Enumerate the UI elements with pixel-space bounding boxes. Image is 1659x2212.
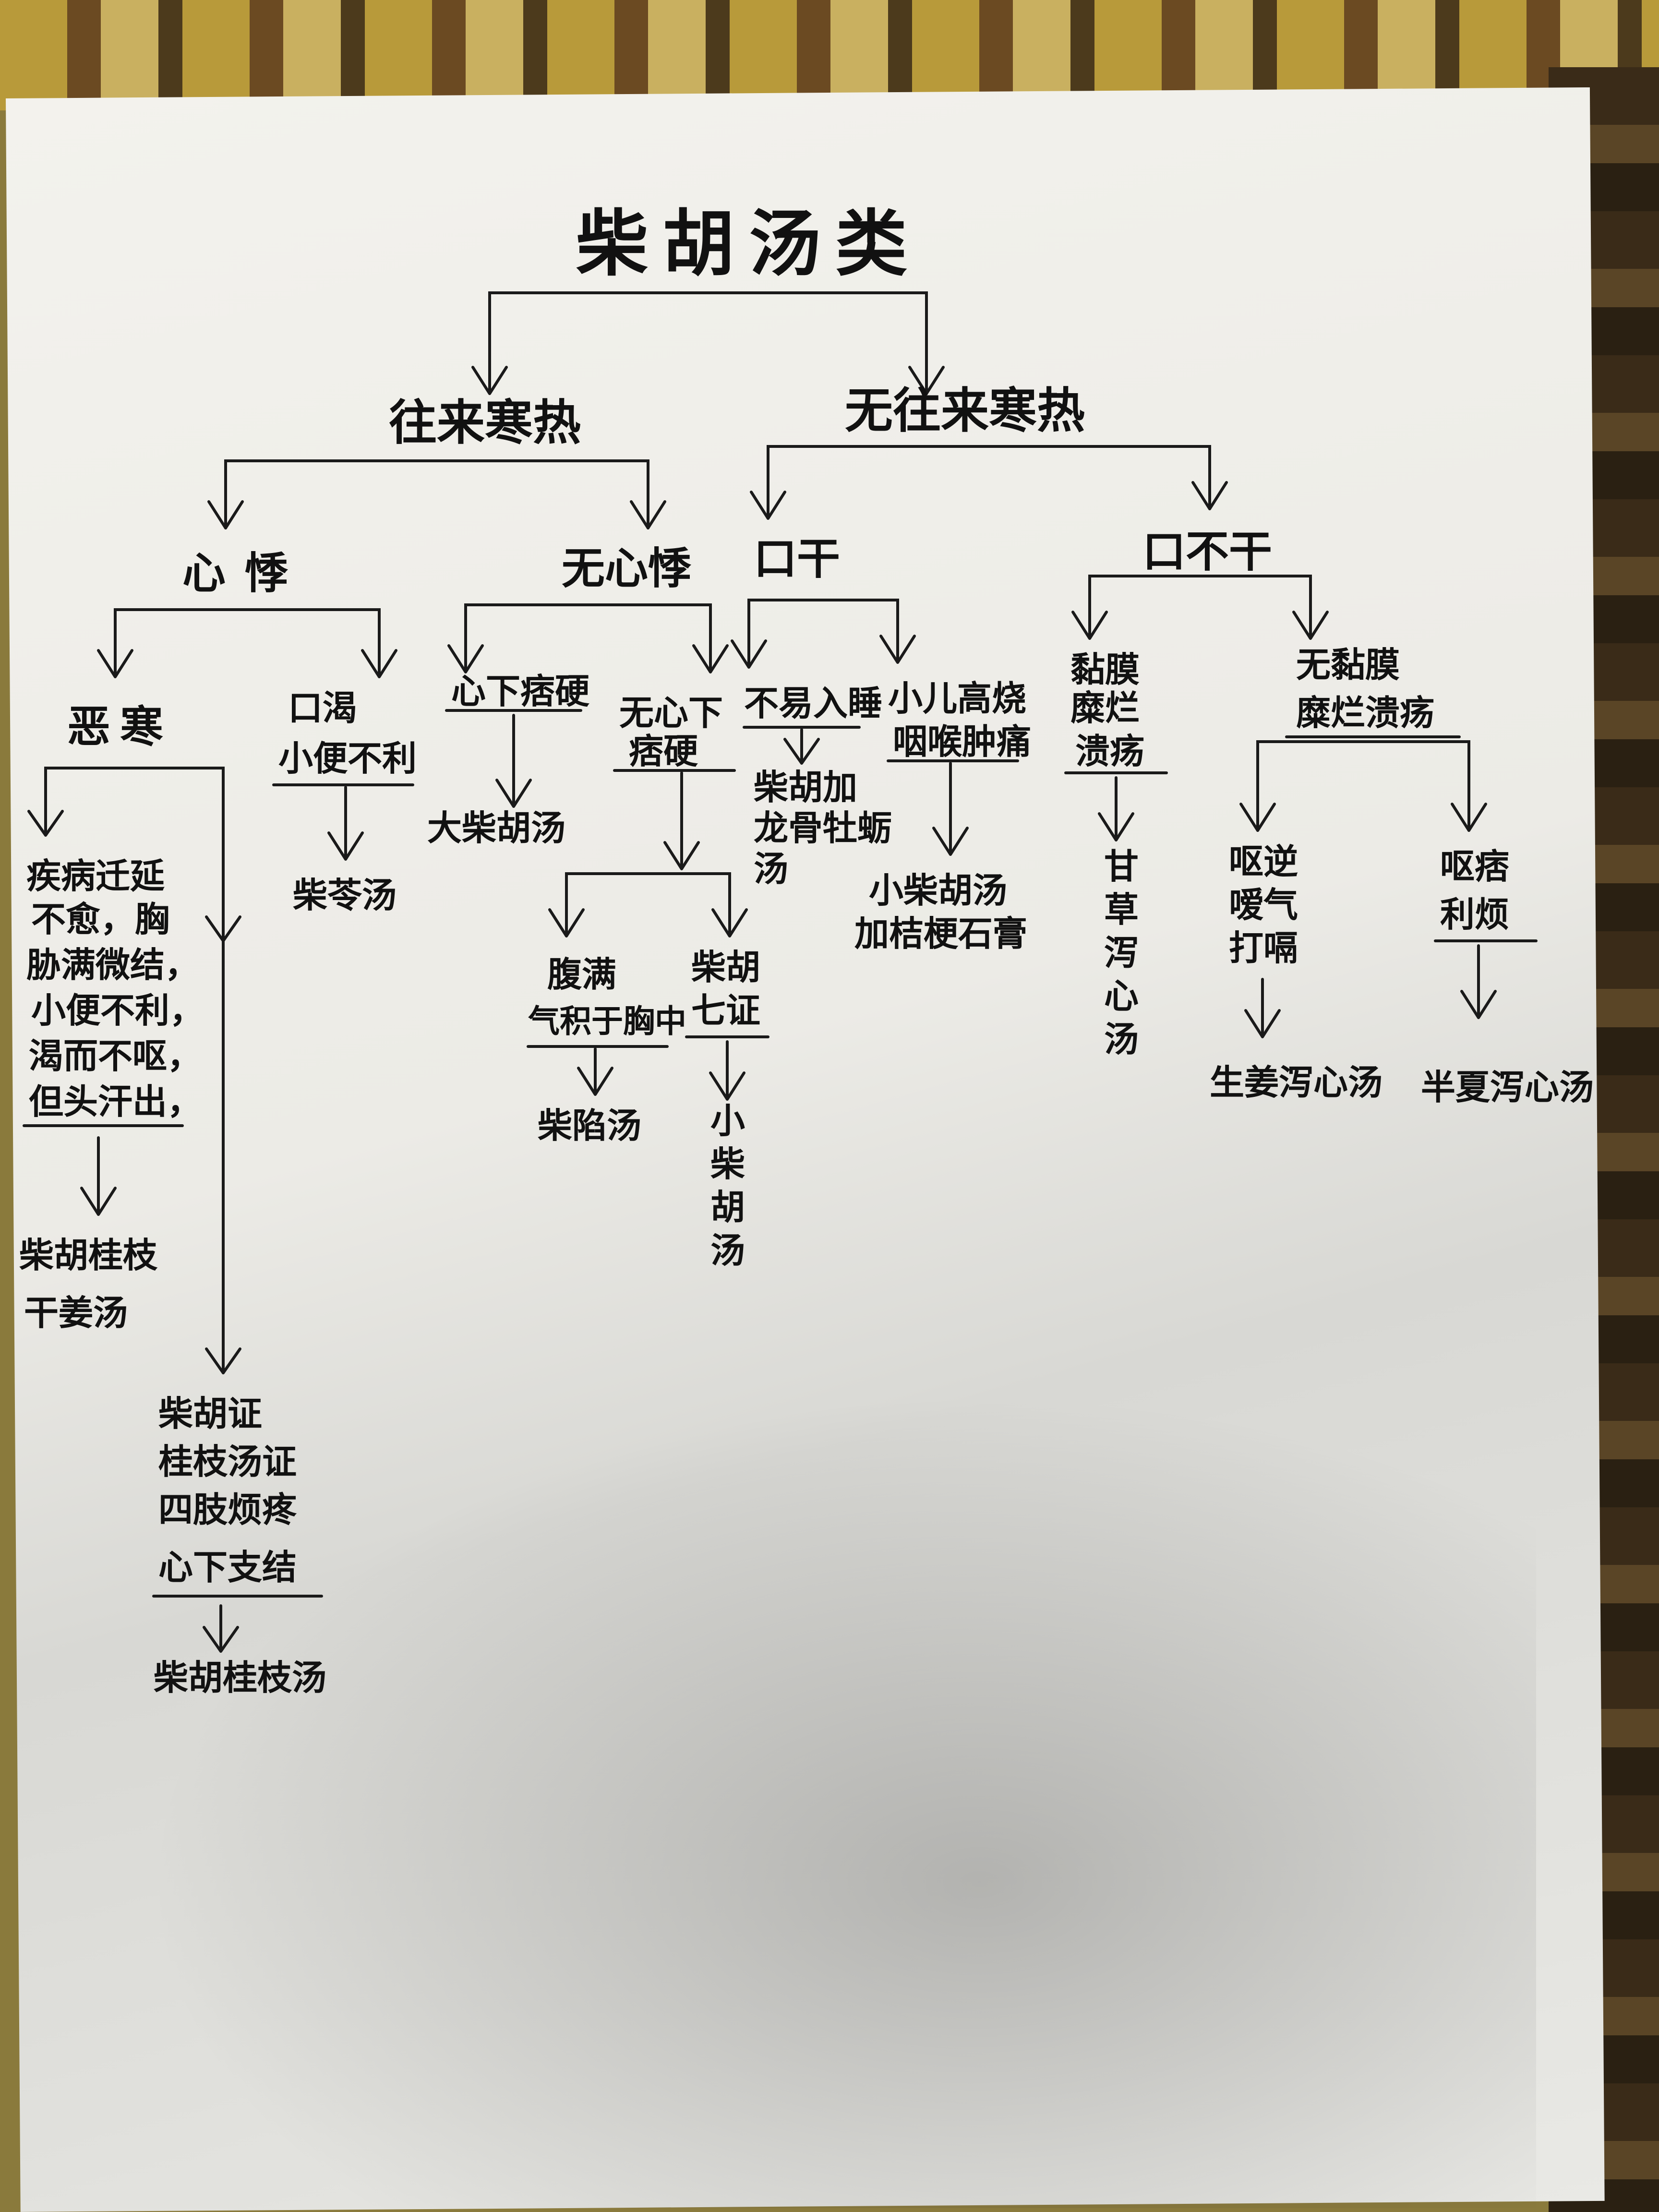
node-oupi-line1: 呕痞: [1440, 846, 1509, 887]
formula-xiao-chaihu-2: 柴: [710, 1144, 745, 1184]
node-wu-wanglai-hanre: 无往来寒热: [845, 383, 1085, 439]
node-wu-xinxia-pi-line2: 痞硬: [629, 731, 698, 771]
node-wuhan-symptom-4: 小便不利，: [31, 990, 204, 1031]
node-kouke-line1: 口渴: [288, 688, 357, 728]
node-xinji: 心悸: [182, 548, 307, 599]
formula-shengjiang-xiexin: 生姜泻心汤: [1210, 1062, 1382, 1103]
formula-longgu-muli-2: 龙骨牡蛎: [754, 808, 892, 848]
node-wuhan-symptom-3: 胁满微结，: [26, 945, 199, 985]
formula-da-chaihu: 大柴胡汤: [427, 808, 565, 848]
formula-gancao-4: 心: [1104, 976, 1139, 1016]
formula-xiao-chaihu-3: 胡: [710, 1187, 745, 1227]
node-wanglai-hanre: 往来寒热: [389, 395, 581, 451]
node-nianmo-line1: 黏膜: [1070, 649, 1140, 690]
node-wu-nianmo-line2: 糜烂溃疡: [1296, 693, 1434, 733]
node-fuman-line1: 腹满: [547, 954, 616, 995]
title: 柴胡汤类: [576, 203, 922, 286]
node-yan-tong-line2: 咽喉肿痛: [893, 721, 1031, 762]
formula-xiao-chaihu-jiegeng-1: 小柴胡汤: [869, 870, 1007, 911]
node-outu-line2: 嗳气: [1229, 885, 1298, 925]
node-wu-xinji: 无心悸: [562, 543, 692, 594]
connector-lines: [23, 291, 1538, 1653]
formula-xiao-chaihu-jiegeng-2: 加桔梗石膏: [854, 914, 1027, 954]
formula-xiao-chaihu-4: 汤: [710, 1230, 745, 1271]
formula-chaihu-guizhi: 柴胡桂枝汤: [154, 1658, 326, 1698]
node-fuman-line2: 气积于胸中: [528, 1003, 686, 1040]
node-outu-line3: 打嗝: [1229, 928, 1298, 968]
formula-chaixian: 柴陷汤: [538, 1106, 641, 1146]
node-wuhan-symptom-6: 但头汗出，: [29, 1082, 202, 1122]
paper-shadow: [144, 1392, 1536, 2208]
node-guizhi-symptom-2: 桂枝汤证: [158, 1442, 297, 1482]
formula-chaihu-guizhi-ganjiang-1: 柴胡桂枝: [19, 1235, 158, 1275]
node-guizhi-symptom-3: 四肢烦疼: [158, 1490, 297, 1530]
node-bu-ru-shui: 不易入睡: [744, 683, 882, 723]
formula-gancao-2: 草: [1104, 890, 1139, 930]
node-kou-bugan: 口不干: [1142, 527, 1272, 577]
node-kouke-line2: 小便不利: [278, 738, 417, 779]
formula-gancao-3: 泻: [1104, 933, 1139, 973]
node-wuhan-symptom-1: 疾病迁延: [26, 856, 165, 896]
node-yan-tong-line1: 小儿高烧: [888, 678, 1026, 719]
formula-gancao-1: 甘: [1104, 846, 1139, 887]
node-nianmo-line3: 溃疡: [1075, 731, 1144, 771]
formula-chailing: 柴苓汤: [293, 875, 397, 915]
formula-xiao-chaihu-1: 小: [710, 1101, 745, 1141]
node-wuhan-symptom-2: 不愈，胸: [31, 899, 169, 939]
node-oupi-line2: 利烦: [1440, 894, 1509, 935]
node-nianmo-line2: 糜烂: [1070, 688, 1140, 728]
node-chaihu-qi-line1: 柴胡: [691, 947, 760, 987]
node-wu-xinxia-pi-line1: 无心下: [619, 693, 723, 733]
node-guizhi-symptom-4: 心下支结: [158, 1547, 297, 1587]
node-kougan: 口干: [754, 534, 840, 584]
node-guizhi-symptom-1: 柴胡证: [158, 1394, 262, 1434]
node-wuhan-symptom-5: 渴而不呕，: [29, 1036, 202, 1076]
node-wu-nianmo-line1: 无黏膜: [1296, 645, 1400, 685]
formula-longgu-muli-3: 汤: [754, 849, 788, 889]
node-wuhan: 恶寒: [67, 702, 173, 752]
node-xinxia-pi: 心下痞硬: [451, 671, 589, 711]
node-outu-line1: 呕逆: [1229, 842, 1298, 882]
formula-longgu-muli-1: 柴胡加: [754, 767, 857, 807]
formula-banxia-xiexin: 半夏泻心汤: [1421, 1067, 1594, 1107]
formula-gancao-5: 汤: [1104, 1019, 1139, 1059]
node-chaihu-qi-line2: 七证: [691, 990, 760, 1031]
formula-chaihu-guizhi-ganjiang-2: 干姜汤: [24, 1293, 128, 1333]
